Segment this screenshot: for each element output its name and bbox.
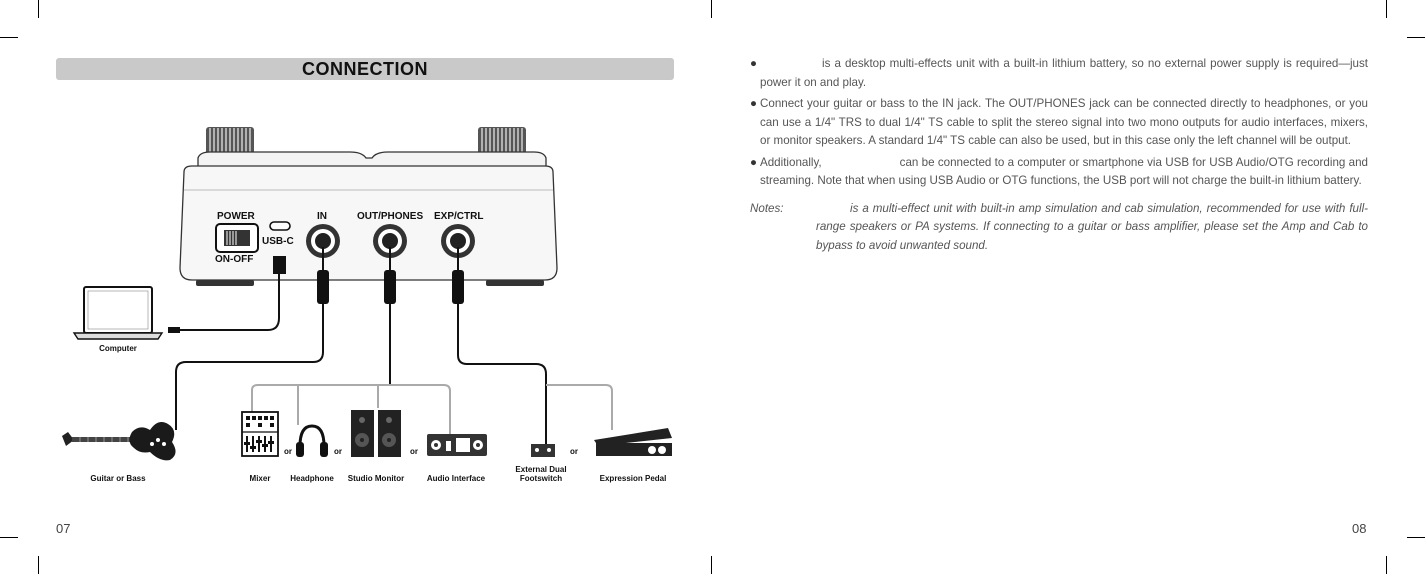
exp-ctrl-label: EXP/CTRL <box>434 211 484 222</box>
page-number-left: 07 <box>56 521 71 536</box>
crop-mark <box>38 0 39 18</box>
bullet-1-text: is a desktop multi-effects unit with a b… <box>760 57 1368 89</box>
bullet-3-prefix: Additionally, <box>760 155 822 169</box>
notes-paragraph: Notes: is a multi-effect unit with built-… <box>750 200 1368 256</box>
crop-mark <box>1407 537 1425 538</box>
or-label: or <box>334 447 342 456</box>
in-cable <box>175 247 329 430</box>
usb-cable <box>168 256 286 333</box>
crop-mark <box>1386 0 1387 18</box>
bullet-paragraph: ●Connect your guitar or bass to the IN j… <box>750 95 1368 151</box>
power-label: POWER <box>217 211 255 222</box>
footswitch-label-line1: External Dual <box>515 465 567 474</box>
device-foot <box>486 280 544 286</box>
connection-diagram <box>62 127 672 461</box>
section-header-band: CONNECTION <box>56 58 674 80</box>
section-title: CONNECTION <box>302 59 428 79</box>
crop-mark <box>711 556 712 574</box>
gray-output-split <box>251 384 451 435</box>
out-cable <box>384 247 396 385</box>
expression-pedal-icon <box>594 428 672 456</box>
right-page-text: ●is a desktop multi-effects unit with a … <box>750 55 1368 255</box>
crop-mark <box>1386 556 1387 574</box>
laptop-icon <box>72 286 164 340</box>
guitar-label: Guitar or Bass <box>90 474 146 483</box>
bullet-paragraph: ●Additionally,can be connected to a comp… <box>750 154 1368 191</box>
studio-monitor-icon <box>351 410 401 457</box>
bullet-3-text: can be connected to a computer or smartp… <box>760 155 1368 188</box>
headphone-label: Headphone <box>290 474 334 483</box>
crop-mark <box>0 537 18 538</box>
audio-interface-icon <box>427 434 487 456</box>
computer-label: Computer <box>99 344 137 353</box>
usb-c-label: USB-C <box>262 236 294 247</box>
bullet-2-text: Connect your guitar or bass to the IN ja… <box>760 97 1368 147</box>
in-jack <box>306 224 340 258</box>
or-label: or <box>570 447 578 456</box>
usb-c-port <box>269 221 291 231</box>
guitar-icon <box>62 422 176 461</box>
audio-interface-label: Audio Interface <box>426 474 486 483</box>
on-off-label: ON-OFF <box>215 254 254 265</box>
notes-label: Notes: <box>750 201 784 215</box>
or-label: or <box>410 447 418 456</box>
footswitch-label-line2: Footswitch <box>519 474 563 483</box>
crop-mark <box>711 0 712 18</box>
bullet-dot: ● <box>750 155 758 169</box>
mixer-label: Mixer <box>249 474 271 483</box>
out-phones-label: OUT/PHONES <box>357 211 424 222</box>
device-top-deck <box>197 151 547 169</box>
crop-mark <box>0 37 18 38</box>
bullet-dot: ● <box>750 57 758 70</box>
out-phones-jack <box>373 224 407 258</box>
mixer-icon <box>241 411 279 457</box>
bullet-paragraph: ●is a desktop multi-effects unit with a … <box>750 55 1368 92</box>
footswitch-icon <box>531 444 555 457</box>
studio-monitor-label: Studio Monitor <box>347 474 405 483</box>
or-label: or <box>284 447 292 456</box>
crop-mark <box>1407 37 1425 38</box>
device-foot <box>196 280 254 286</box>
crop-mark <box>38 556 39 574</box>
headphone-icon <box>296 424 328 457</box>
notes-text: is a multi-effect unit with built-in amp… <box>816 201 1368 252</box>
exp-cable <box>452 247 613 444</box>
page-number-right: 08 <box>1352 521 1367 536</box>
in-label: IN <box>317 211 327 222</box>
exp-ctrl-jack <box>441 224 475 258</box>
expression-pedal-label: Expression Pedal <box>599 474 667 483</box>
bullet-dot: ● <box>750 97 758 110</box>
